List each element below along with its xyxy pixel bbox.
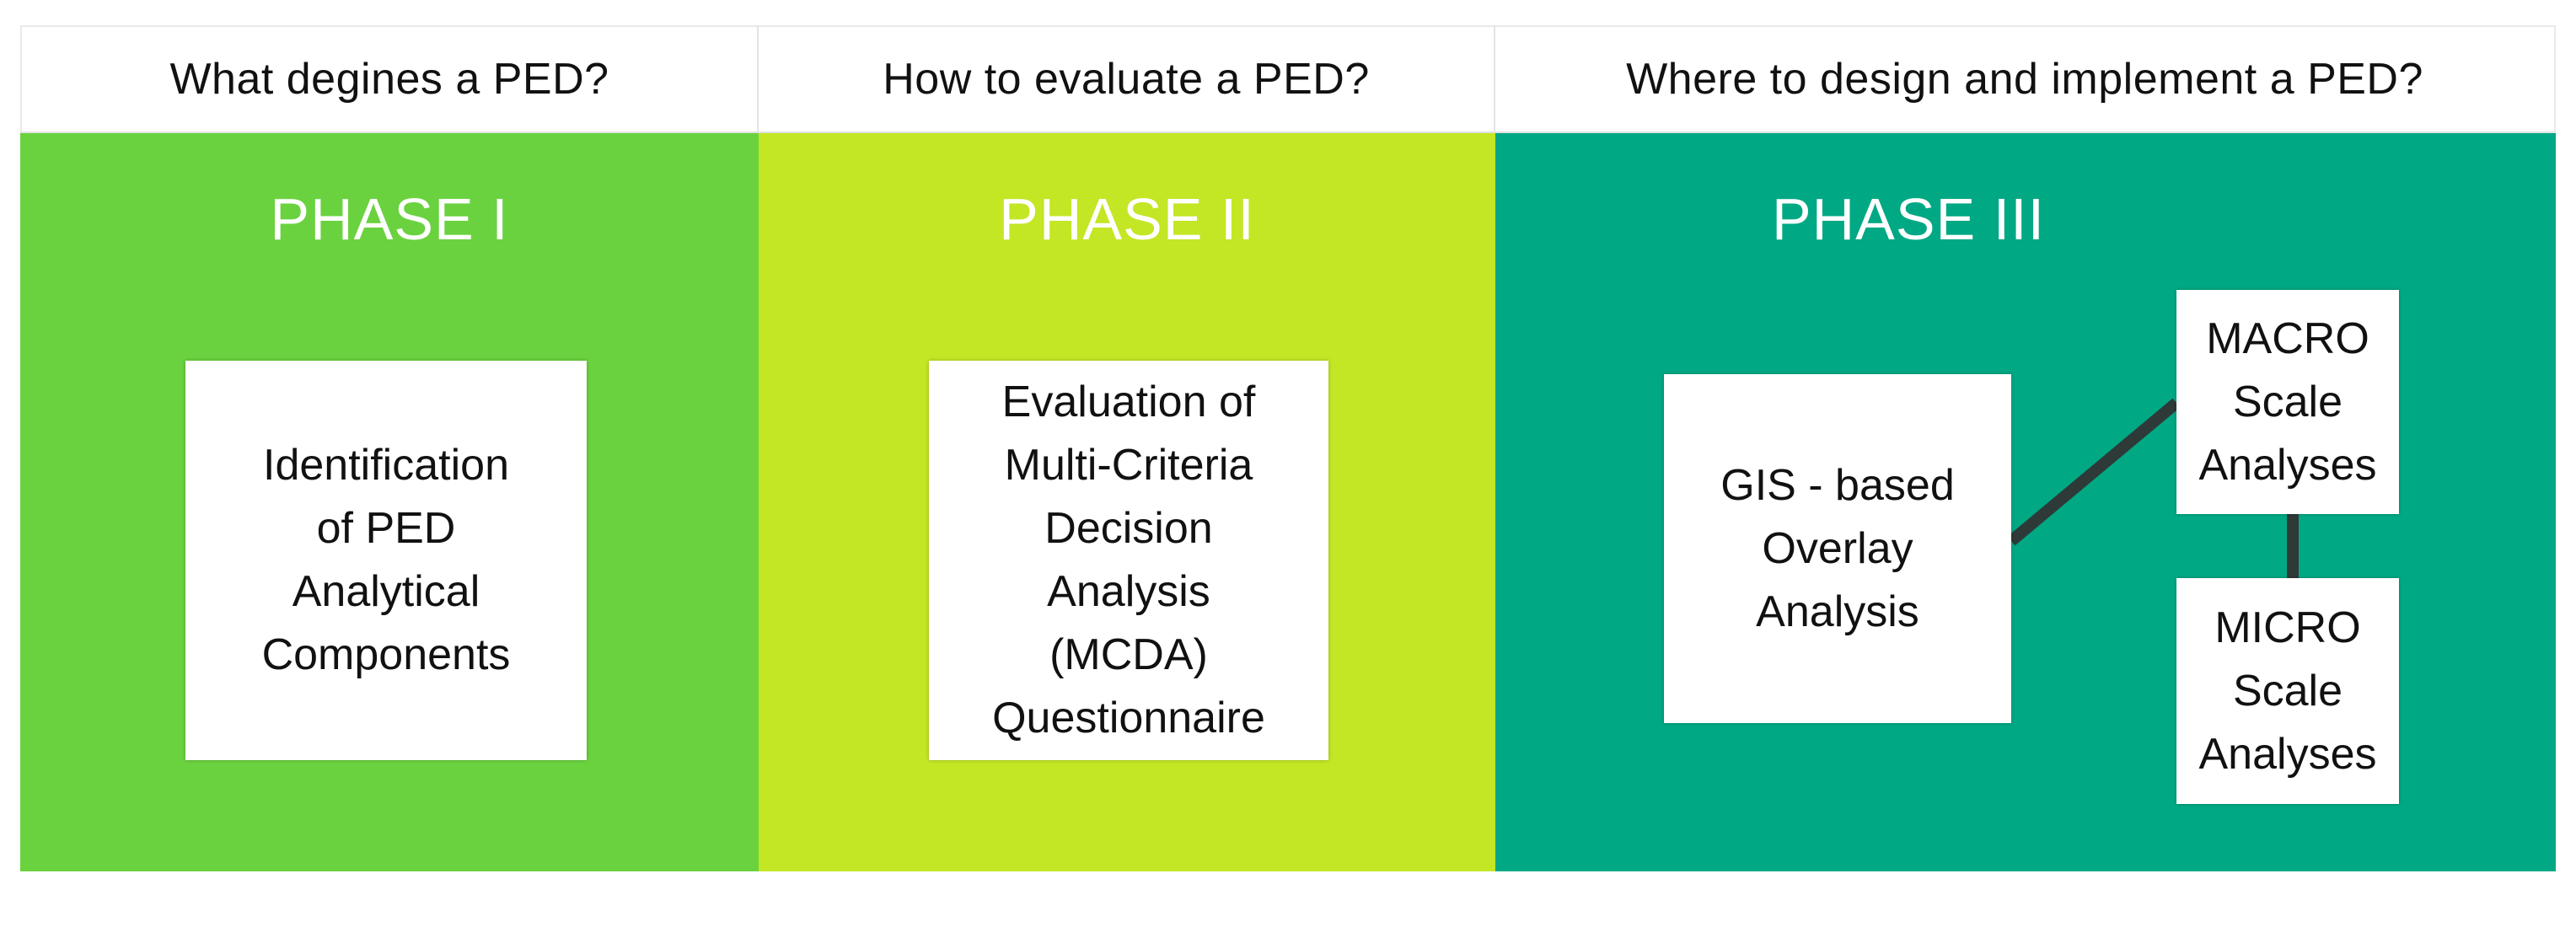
- phase-1-panel: PHASE I Identification of PED Analytical…: [20, 133, 759, 871]
- question-header-evaluate: How to evaluate a PED?: [759, 25, 1495, 133]
- question-header-evaluate-text: How to evaluate a PED?: [883, 55, 1370, 104]
- phase-3-panel: PHASE III GIS - based Overlay Analysis M…: [1495, 133, 2556, 871]
- phase-3-title: PHASE III: [1771, 186, 2046, 252]
- gis-to-macro-connector: [2007, 398, 2181, 546]
- phase-2-title: PHASE II: [999, 186, 1255, 252]
- phase-1-title: PHASE I: [270, 186, 509, 252]
- question-header-define-text: What degines a PED?: [169, 55, 609, 104]
- question-header-define: What degines a PED?: [20, 25, 759, 133]
- gis-overlay-box: GIS - based Overlay Analysis: [1664, 374, 2011, 723]
- micro-scale-box: MICRO Scale Analyses: [2176, 578, 2399, 804]
- phase-2-panel: PHASE II Evaluation of Multi-Criteria De…: [759, 133, 1495, 871]
- question-header-design-text: Where to design and implement a PED?: [1626, 55, 2423, 104]
- identification-box: Identification of PED Analytical Compone…: [185, 361, 587, 760]
- question-header-design: Where to design and implement a PED?: [1495, 25, 2556, 133]
- macro-scale-box: MACRO Scale Analyses: [2176, 290, 2399, 514]
- mcda-evaluation-box: Evaluation of Multi-Criteria Decision An…: [929, 361, 1328, 760]
